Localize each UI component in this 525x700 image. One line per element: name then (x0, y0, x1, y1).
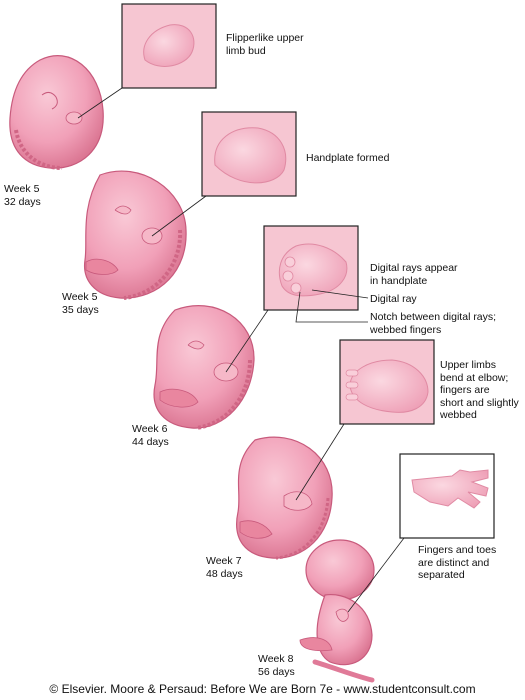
inset-3 (225, 225, 369, 373)
inset-4 (295, 339, 435, 501)
inset-2 (151, 111, 297, 237)
inset-5 (347, 453, 495, 613)
stage-days-4: 48 days (206, 567, 243, 580)
stage-days-1: 32 days (4, 195, 41, 208)
stage-label-2: Week 5 35 days (62, 291, 99, 316)
embryo-stage-2 (83, 170, 187, 300)
callout-2: Handplate formed (306, 152, 390, 164)
stage-week-5: Week 8 (258, 653, 294, 665)
callout-5: Fingers and toes are distinct and separa… (418, 544, 497, 581)
label-notch: Notch between digital rays; webbed finge… (370, 311, 497, 336)
stage-week-3: Week 6 (132, 423, 168, 435)
stage-week-1: Week 5 (4, 183, 40, 195)
stage-label-4: Week 7 48 days (206, 555, 243, 580)
stage-week-4: Week 7 (206, 555, 242, 567)
stage-days-3: 44 days (132, 435, 169, 448)
embryo-stage-5 (299, 539, 375, 683)
label-digital-ray: Digital ray (370, 293, 417, 305)
stage-week-2: Week 5 (62, 291, 98, 303)
callout-4: Upper limbs bend at elbow; fingers are s… (440, 359, 519, 421)
embryo-stage-3 (153, 305, 255, 430)
stage-label-5: Week 8 56 days (258, 653, 295, 678)
callout-3: Digital rays appear in handplate (370, 262, 458, 287)
stage-days-2: 35 days (62, 303, 99, 316)
copyright-footer: © Elsevier. Moore & Persaud: Before We a… (49, 682, 476, 696)
embryo-stage-4 (236, 436, 333, 560)
inset-1 (77, 3, 217, 119)
callout-1: Flipperlike upper limb bud (226, 32, 304, 57)
stage-label-1: Week 5 32 days (4, 183, 41, 208)
stage-label-3: Week 6 44 days (132, 423, 169, 448)
stage-days-5: 56 days (258, 665, 295, 678)
embryo-stage-1 (9, 55, 104, 170)
